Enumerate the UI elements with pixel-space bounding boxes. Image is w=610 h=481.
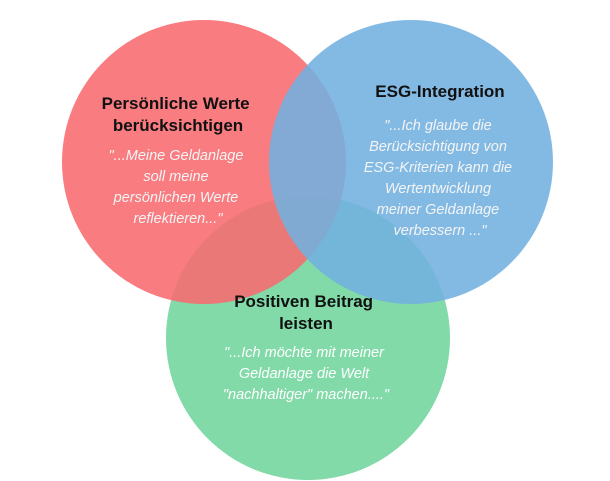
title-line: berücksichtigen — [113, 116, 243, 135]
quote-line: "...Ich glaube die — [384, 118, 492, 134]
quote-line: "...Meine Geldanlage — [109, 148, 244, 164]
esg-integration-title: ESG-Integration — [375, 82, 504, 101]
esg-integration-circle — [269, 20, 553, 304]
positive-contribution-quote: "...Ich möchte mit meiner Geldanlage die… — [223, 345, 390, 403]
positive-contribution-title: Positiven Beitrag leisten — [234, 292, 378, 333]
title-line: Positiven Beitrag — [234, 292, 373, 311]
personal-values-circle — [62, 20, 346, 304]
quote-line: Berücksichtigung von — [369, 139, 507, 155]
title-line: Persönliche Werte — [102, 94, 250, 113]
title-line: ESG-Integration — [375, 82, 504, 101]
quote-line: "...Ich möchte mit meiner — [224, 345, 385, 361]
personal-values-quote: "...Meine Geldanlage soll meine persönli… — [109, 148, 248, 227]
personal-values-title: Persönliche Werte berücksichtigen — [102, 94, 255, 135]
quote-line: reflektieren..." — [134, 211, 224, 227]
quote-line: "nachhaltiger" machen...." — [223, 387, 390, 403]
esg-integration-quote: "...Ich glaube die Berücksichtigung von … — [364, 118, 516, 239]
quote-line: Wertentwicklung — [385, 181, 491, 197]
quote-line: Geldanlage die Welt — [239, 366, 370, 382]
title-line: leisten — [279, 314, 333, 333]
quote-line: meiner Geldanlage — [377, 202, 500, 218]
quote-line: soll meine — [143, 169, 208, 185]
quote-line: persönlichen Werte — [113, 190, 239, 206]
quote-line: ESG-Kriterien kann die — [364, 160, 512, 176]
quote-line: verbessern ..." — [394, 223, 488, 239]
